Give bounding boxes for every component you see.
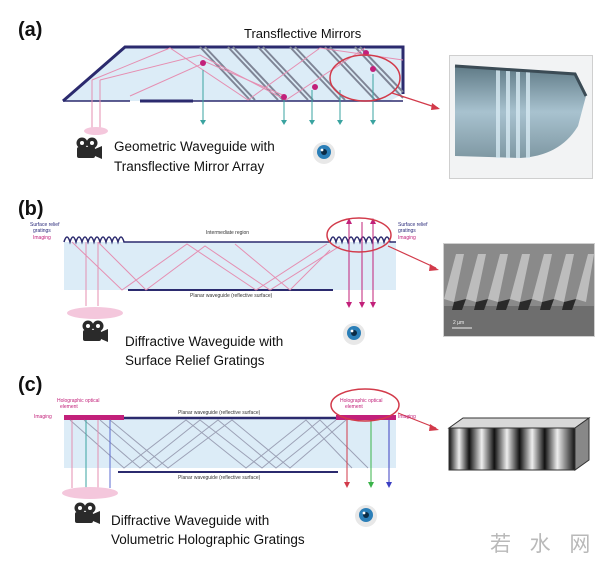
light-rays-a: [91, 47, 404, 130]
watermark-text: 若 水 网: [490, 532, 597, 556]
label-planar-waveguide-b: Planar waveguide (reflective surface): [190, 293, 273, 299]
display-source-c: [62, 487, 118, 499]
display-source-a: [84, 127, 108, 135]
surface-relief-waveguide: [63, 217, 439, 319]
label-left-imaging-b: Imaging: [33, 235, 51, 241]
label-right-hoe-2: element: [345, 404, 363, 410]
label-right-grating-1: Surface relief: [398, 222, 428, 228]
projector-icon: [74, 502, 100, 524]
output-arrows-b: [346, 218, 376, 308]
eye-icon: [355, 505, 377, 527]
light-rays-c: [69, 419, 369, 469]
label-left-hoe-2: element: [60, 404, 78, 410]
caption-a-line1: Geometric Waveguide with: [114, 139, 275, 154]
caption-a-line2: Transflective Mirror Array: [114, 159, 265, 174]
label-right-imaging-c: Imaging: [398, 414, 416, 420]
caption-b-line2: Surface Relief Gratings: [125, 353, 265, 368]
label-right-imaging-b: Imaging: [398, 235, 416, 241]
highlight-ellipse-a: [329, 54, 401, 102]
sem-grating-photo: 2 µm: [443, 243, 595, 337]
surface-relief-gratings: [63, 236, 396, 245]
label-left-hoe-1: Holographic optical: [57, 398, 100, 404]
output-arrows-c: [344, 482, 392, 488]
light-rays-b: [71, 241, 341, 306]
panel-c-label: (c): [18, 374, 43, 396]
label-right-grating-2: gratings: [398, 228, 416, 234]
projector-icon: [82, 320, 108, 342]
label-left-grating-2: gratings: [33, 228, 51, 234]
geometric-waveguide: [62, 45, 440, 135]
panel-a-label: (a): [18, 19, 43, 41]
label-left-grating-1: Surface relief: [30, 222, 60, 228]
label-planar-waveguide-bottom-c: Planar waveguide (reflective surface): [178, 475, 261, 481]
eye-icon: [343, 323, 365, 345]
holographic-element-left: [64, 415, 124, 420]
sem-scale-bar: 2 µm: [453, 320, 465, 326]
highlight-ellipse-c: [330, 388, 400, 422]
label-planar-waveguide-top-c: Planar waveguide (reflective surface): [178, 410, 261, 416]
label-right-hoe-1: Holographic optical: [340, 398, 383, 404]
waveguide-lens-photo: [449, 55, 593, 179]
holographic-element-right: [336, 415, 396, 420]
label-left-imaging-c: Imaging: [34, 414, 52, 420]
waveguide-body-b: [64, 242, 396, 290]
projector-icon: [76, 137, 102, 159]
eye-icon: [313, 142, 335, 164]
display-source-b: [67, 307, 123, 319]
panel-b-label: (b): [18, 198, 44, 220]
output-rays-a: [202, 70, 374, 120]
caption-c-line1: Diffractive Waveguide with: [111, 513, 270, 528]
highlight-ellipse-b: [326, 217, 392, 253]
caption-b-line1: Diffractive Waveguide with: [125, 334, 284, 349]
volume-hologram-photo: [443, 416, 591, 474]
caption-c-line2: Volumetric Holographic Gratings: [111, 532, 305, 547]
transflective-mirrors-title: Transflective Mirrors: [244, 26, 362, 41]
holographic-waveguide: [62, 388, 439, 499]
label-intermediate-region: Intermediate region: [206, 230, 250, 236]
